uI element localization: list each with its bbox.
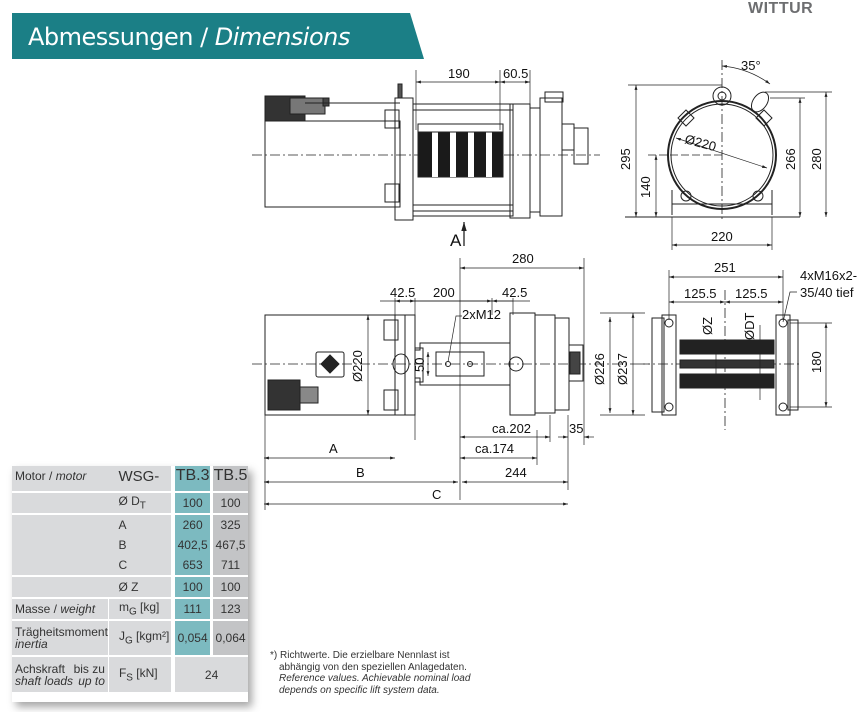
banner-shape [12, 13, 424, 59]
dim-2xm12: 2xM12 [462, 307, 501, 322]
dim-42-5-left: 42.5 [390, 285, 415, 300]
row-label: Masse / weight [12, 597, 109, 620]
spec-table: Motor / motor WSG- TB.3 TB.5 Ø DT 100 10… [12, 466, 248, 702]
row-tb3-value: 111 [171, 597, 212, 620]
row-tb3-value: 0,054 [171, 619, 212, 656]
row-span-value: 24 [171, 655, 248, 692]
row-symbol: A [108, 513, 174, 535]
table-header-row: Motor / motor WSG- TB.3 TB.5 [12, 466, 248, 492]
front-view: Ø220 35° 295 140 266 280 220 [618, 58, 832, 250]
dim-200: 200 [433, 285, 455, 300]
header-motor-label: Motor / motor [12, 466, 109, 492]
row-tb3-value: 653 [171, 555, 212, 576]
title-de: Abmessungen [28, 23, 193, 51]
row-tb5-value: 325 [210, 513, 248, 535]
dim-50: 50 [412, 358, 427, 372]
footnote-marker: *) [270, 650, 280, 661]
row-symbol: Ø DT [108, 491, 174, 514]
dim-280: 280 [809, 148, 824, 170]
dim-dia-dt: ØDT [742, 313, 757, 341]
row-tb5-value: 467,5 [210, 535, 248, 555]
footnote-line-2: abhängig von den speziellen Anlagedaten. [279, 661, 467, 673]
row-tb3-value: 402,5 [171, 535, 212, 555]
row-tb5-value: 100 [210, 491, 248, 514]
dim-c: C [432, 487, 441, 502]
dim-dia-220-front: Ø220 [683, 131, 718, 154]
wittur-logo: WITTUR [748, 0, 814, 17]
section-header-banner: Abmessungen / Dimensions [12, 13, 424, 59]
row-symbol: JG [kgm²] [107, 619, 174, 656]
dim-b: B [356, 465, 365, 480]
dim-266: 266 [783, 148, 798, 170]
table-row: B 402,5 467,5 [12, 535, 248, 555]
top-view: 280 42.5 200 42.5 2xM12 Ø220 50 Ø226 Ø23… [252, 251, 650, 510]
footnote-line-1: Richtwerte. Die erzielbare Nennlast ist [280, 650, 450, 661]
dim-dia-237: Ø237 [615, 353, 630, 385]
row-symbol: C [108, 555, 174, 576]
dim-dia-220-top: Ø220 [350, 350, 365, 382]
row-tb5-value: 711 [210, 555, 248, 576]
row-tb5-value: 123 [210, 597, 248, 620]
dim-190: 190 [448, 66, 470, 81]
footnote-line-3: Reference values. Achievable nominal loa… [279, 673, 471, 684]
dim-a: A [329, 441, 338, 456]
footnote-line-4: depends on specific lift system data. [279, 684, 440, 696]
row-tb3-value: 100 [171, 575, 212, 598]
row-tb5-value: 0,064 [210, 619, 248, 656]
row-symbol: mG [kg] [107, 597, 174, 620]
dim-42-5-right: 42.5 [502, 285, 527, 300]
table-row: Ø Z 100 100 [12, 575, 248, 598]
dim-125-5-right: 125.5 [735, 286, 768, 301]
row-tb3-value: 100 [171, 491, 212, 514]
title-en: Dimensions [214, 23, 351, 51]
dim-244: 244 [505, 465, 527, 480]
header-tb5: TB.5 [210, 466, 248, 492]
dim-125-5-left: 125.5 [684, 286, 717, 301]
dim-140: 140 [638, 176, 653, 198]
dim-ca-202: ca.202 [492, 421, 531, 436]
dim-dia-226: Ø226 [592, 353, 607, 385]
page-title: Abmessungen / Dimensions [28, 23, 350, 51]
dim-ca-174: ca.174 [475, 441, 514, 456]
table-row: Masse / weight mG [kg] 111 123 [12, 597, 248, 620]
side-view: 190 60.5 A [252, 66, 600, 250]
header-wsg: WSG- [108, 466, 174, 492]
footnote: *) Richtwerte. Die erzielbare Nennlast i… [270, 650, 500, 696]
row-tb3-value: 260 [171, 513, 212, 535]
table-row: A 260 325 [12, 513, 248, 535]
dim-angle-35: 35° [741, 58, 761, 73]
dim-220-width: 220 [711, 229, 733, 244]
dim-251: 251 [714, 260, 736, 275]
dim-4xm16: 4xM16x2- [800, 268, 857, 283]
table-row: C 653 711 [12, 555, 248, 576]
dim-280-top: 280 [512, 251, 534, 266]
table-row: Ø DT 100 100 [12, 491, 248, 514]
dim-60-5: 60.5 [503, 66, 528, 81]
row-symbol: FS [kN] [107, 655, 174, 692]
view-marker-a: A [450, 231, 462, 250]
dim-35-40-tief: 35/40 tief [800, 285, 854, 300]
dim-295: 295 [618, 148, 633, 170]
row-tb5-value: 100 [210, 575, 248, 598]
title-separator: / [192, 23, 215, 51]
row-symbol: Ø Z [108, 575, 174, 598]
row-symbol: B [108, 535, 174, 555]
header-tb3: TB.3 [171, 466, 212, 492]
dim-dia-z: ØZ [700, 317, 715, 335]
dim-180: 180 [809, 351, 824, 373]
dim-35: 35 [569, 421, 583, 436]
view-a: 251 125.5 125.5 4xM16x2- 35/40 tief ØZ Ø… [640, 260, 857, 430]
